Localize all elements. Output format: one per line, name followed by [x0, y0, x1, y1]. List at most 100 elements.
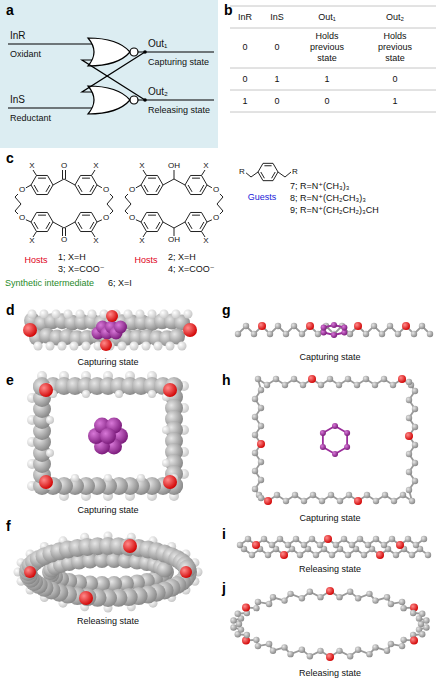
- atom-label: O: [18, 186, 26, 194]
- bond: [148, 178, 156, 179]
- atom-sphere: [320, 444, 326, 450]
- atom-sphere: [373, 536, 379, 542]
- atom-sphere: [412, 424, 418, 430]
- state-label: Releasing state: [77, 616, 139, 627]
- atom-sphere: [366, 651, 372, 657]
- atom-label: O: [102, 186, 110, 194]
- atom-sphere: [413, 542, 419, 548]
- atom-sphere: [402, 322, 410, 330]
- atom-sphere: [163, 383, 177, 397]
- atom-sphere: [148, 390, 156, 398]
- atom-label: X: [28, 237, 35, 245]
- atom-sphere: [310, 492, 316, 498]
- table-cell: Holds previous state: [370, 31, 420, 63]
- atom-sphere: [326, 587, 334, 595]
- atom-sphere: [184, 310, 193, 319]
- atom-sphere: [106, 310, 118, 322]
- panel-letter: g: [222, 302, 231, 319]
- atom-sphere: [255, 376, 261, 382]
- atom-sphere: [410, 610, 416, 616]
- panel-letter: i: [222, 526, 226, 543]
- atom-sphere: [399, 643, 405, 649]
- atom-sphere: [331, 332, 337, 338]
- atom-sphere: [308, 375, 316, 383]
- atom-sphere: [273, 376, 279, 382]
- atom-sphere: [100, 428, 116, 444]
- signal-name: Out₁: [148, 38, 168, 50]
- atom-sphere: [317, 648, 323, 654]
- bond: [90, 185, 94, 192]
- table-cell: 0: [242, 42, 247, 53]
- atom-sphere: [405, 432, 413, 440]
- atom-sphere: [130, 342, 139, 351]
- atom-sphere: [421, 536, 427, 542]
- atom-sphere: [412, 406, 418, 412]
- junction-dot: [143, 98, 147, 102]
- atom-sphere: [114, 321, 127, 334]
- panel-letter: h: [222, 372, 231, 389]
- atom-sphere: [345, 376, 351, 382]
- bond: [200, 222, 204, 229]
- atom-sphere: [100, 339, 112, 351]
- atom-sphere: [162, 459, 170, 467]
- logic-circuit: [0, 0, 218, 148]
- atom-sphere: [307, 589, 313, 595]
- atom-sphere: [349, 542, 355, 548]
- atom-sphere: [235, 331, 241, 337]
- atom-sphere: [257, 440, 265, 448]
- atom-sphere: [379, 331, 385, 337]
- atom-sphere: [39, 475, 53, 489]
- atom-sphere: [265, 552, 271, 558]
- atom-sphere: [58, 342, 67, 351]
- atom-sphere: [384, 647, 390, 653]
- atom-sphere: [341, 325, 347, 331]
- bond: [75, 175, 97, 194]
- atom-sphere: [400, 492, 406, 498]
- bond: [156, 222, 160, 229]
- atom-sphere: [418, 621, 424, 627]
- bond: [174, 170, 175, 179]
- atom-sphere: [410, 637, 418, 645]
- bond: [245, 172, 258, 177]
- bond: [38, 178, 46, 179]
- atom-sphere: [82, 390, 90, 398]
- atom-sphere: [389, 536, 395, 542]
- atom-sphere: [252, 396, 258, 402]
- atom-sphere: [230, 624, 236, 630]
- atom-sphere: [372, 644, 378, 650]
- atom-sphere: [70, 342, 79, 351]
- bond: [264, 165, 271, 166]
- atom-sphere: [258, 387, 264, 393]
- bond: [90, 222, 94, 229]
- atom-sphere: [46, 449, 54, 457]
- atom-sphere: [345, 552, 351, 558]
- atom-sphere: [287, 591, 293, 597]
- signal-caption: Oxidant: [10, 49, 41, 60]
- atom-sphere: [347, 589, 353, 595]
- atom-sphere: [148, 310, 157, 319]
- atom-label: X: [28, 162, 35, 170]
- atom-label: OH: [167, 162, 181, 170]
- bond: [200, 185, 204, 192]
- atom-sphere: [400, 605, 406, 611]
- nor-gate: [88, 86, 130, 114]
- atom-sphere: [405, 536, 411, 542]
- atom-sphere: [354, 497, 362, 505]
- nor-gate: [88, 38, 130, 66]
- atom-sphere: [237, 542, 243, 548]
- nor-bubble: [130, 48, 138, 56]
- table-cell: 0: [274, 42, 279, 53]
- compound-label: 4; X=COO⁻: [168, 264, 215, 275]
- table-cell: 1: [242, 96, 247, 107]
- bond: [78, 185, 82, 192]
- signal-caption: Reductant: [10, 113, 51, 124]
- atom-sphere: [324, 535, 332, 543]
- bond: [188, 185, 192, 192]
- state-label: Releasing state: [299, 564, 361, 575]
- compound-label: 9; R=N⁺(CH₂CH₂)₃CH: [290, 205, 379, 216]
- bond-stick: [234, 591, 427, 657]
- atom-sphere: [317, 542, 323, 548]
- atom-sphere: [267, 331, 273, 337]
- atom-sphere: [39, 383, 53, 397]
- atom-sphere: [331, 331, 337, 337]
